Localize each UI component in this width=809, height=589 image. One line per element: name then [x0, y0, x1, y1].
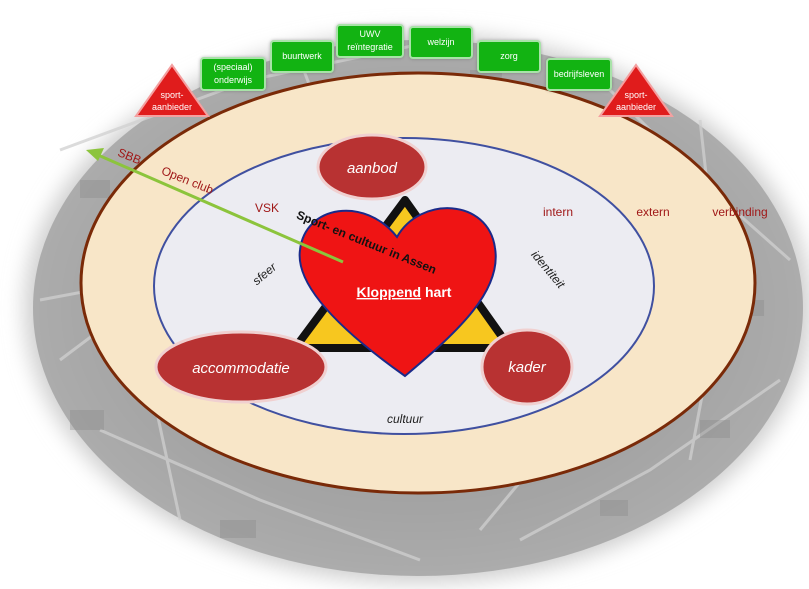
onderwijs-line2: onderwijs — [213, 75, 253, 85]
kader-oval — [480, 328, 574, 406]
stakeholder-uwv: UWV reïntegratie — [336, 24, 404, 58]
sport-aanbieder-right-triangle — [598, 63, 674, 117]
sport-aanbieder-left-triangle — [134, 63, 210, 117]
vsk-label: VSK — [255, 201, 279, 215]
extern-label: extern — [636, 205, 669, 219]
bedrijfsleven-text: bedrijfsleven — [553, 69, 605, 79]
cultuur-label: cultuur — [387, 412, 424, 426]
buurtwerk-text: buurtwerk — [282, 51, 322, 61]
provider-right-line1: sport- — [624, 90, 647, 100]
stakeholder-onderwijs: (speciaal) onderwijs — [200, 57, 266, 91]
open-club-arrow — [86, 148, 344, 264]
provider-right-line2: aanbieder — [616, 102, 656, 112]
stakeholder-zorg: zorg — [477, 40, 541, 73]
kloppend-word: Kloppend — [357, 284, 422, 300]
verbinding-label: verbinding — [712, 205, 767, 219]
uwv-line2: reïntegratie — [347, 42, 393, 52]
stakeholder-buurtwerk: buurtwerk — [270, 40, 334, 73]
onderwijs-line1: (speciaal) — [213, 62, 253, 72]
welzijn-text: welzijn — [427, 37, 455, 47]
provider-left-line2: aanbieder — [152, 102, 192, 112]
provider-left-line1: sport- — [160, 90, 183, 100]
kloppend-hart-label: Kloppend hart — [357, 284, 452, 300]
accommodatie-oval — [154, 330, 328, 404]
aanbod-label: aanbod — [347, 160, 398, 177]
accommodatie-label: accommodatie — [192, 360, 290, 377]
stakeholder-bedrijfsleven: bedrijfsleven — [546, 58, 612, 91]
aanbod-oval — [316, 133, 428, 201]
uwv-line1: UWV — [359, 29, 381, 39]
heart-shape — [298, 207, 497, 378]
kader-label: kader — [508, 359, 547, 376]
stakeholder-welzijn: welzijn — [409, 26, 473, 59]
zorg-text: zorg — [500, 51, 518, 61]
intern-label: intern — [543, 205, 573, 219]
hart-word: hart — [421, 284, 452, 300]
